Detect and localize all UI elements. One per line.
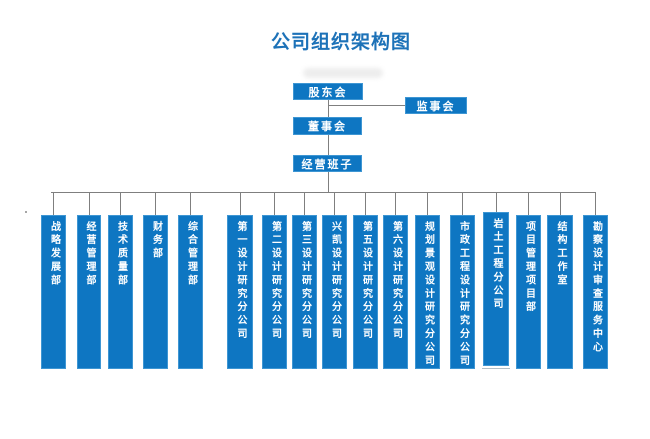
- connector-drop-4: [155, 192, 156, 215]
- dept-box-project-management: 项目管理项目部: [516, 215, 541, 369]
- dept-label: 综合管理部: [185, 221, 197, 288]
- dept-box-design-branch-1: 第一设计研究分公司: [227, 215, 253, 369]
- connector-drop-14: [496, 192, 497, 212]
- connector-drop-11: [395, 192, 396, 215]
- dept-label: 技术质量部: [115, 221, 127, 288]
- dept-label: 第二设计研究分公司: [269, 221, 281, 342]
- dept-box-design-branch-3: 第三设计研究分公司: [292, 215, 317, 369]
- dept-box-xingkai-design-branch: 兴凯设计研究分公司: [322, 215, 347, 369]
- connector-management-trunk: [328, 172, 329, 192]
- connector-drop-1: [53, 192, 54, 215]
- dept-label: 第五设计研究分公司: [360, 221, 372, 342]
- connector-board-management: [328, 135, 329, 155]
- dept-label: 勘察设计审查服务中心: [590, 221, 602, 355]
- connector-drop-2: [89, 192, 90, 215]
- connector-drop-9: [334, 192, 335, 215]
- connector-drop-13: [462, 192, 463, 215]
- stray-dot-mark: [25, 211, 27, 213]
- node-shareholders-meeting: 股东会: [293, 83, 363, 100]
- connector-drop-3: [120, 192, 121, 215]
- dept-box-geotechnical-branch: 岩土工程分公司: [483, 212, 509, 366]
- dept-label: 战略发展部: [48, 221, 60, 288]
- dept-box-design-branch-2: 第二设计研究分公司: [262, 215, 287, 369]
- dept-box-planning-landscape-branch: 规划景观设计研究分公司: [415, 215, 440, 369]
- node-label: 监事会: [416, 100, 456, 113]
- dept-box-finance: 财务部: [143, 215, 168, 369]
- connector-supervisory-branch: [328, 105, 405, 106]
- connector-drop-8: [304, 192, 305, 215]
- dept-box-business-management: 经营管理部: [77, 215, 101, 369]
- dept-label: 项目管理项目部: [523, 221, 535, 315]
- connector-drop-12: [427, 192, 428, 215]
- connector-drop-5: [190, 192, 191, 215]
- connector-shareholders-board: [328, 100, 329, 117]
- node-label: 董事会: [308, 121, 347, 133]
- dept-box-design-branch-6: 第六设计研究分公司: [383, 215, 408, 369]
- node-board-of-directors: 董事会: [293, 117, 362, 135]
- dept-label: 结构工作室: [555, 221, 566, 288]
- dept-box-design-branch-5: 第五设计研究分公司: [353, 215, 378, 369]
- dept-label: 第一设计研究分公司: [235, 221, 246, 342]
- dept-label: 第三设计研究分公司: [299, 221, 311, 342]
- node-supervisory-board: 监事会: [405, 97, 467, 114]
- node-management-team: 经营班子: [293, 155, 362, 172]
- dept-box-review-service-center: 勘察设计审查服务中心: [583, 215, 608, 369]
- dept-box-structure-studio: 结构工作室: [547, 215, 573, 369]
- connector-drop-16: [560, 192, 561, 215]
- node-label: 经营班子: [301, 158, 354, 171]
- dept-label: 规划景观设计研究分公司: [422, 221, 434, 369]
- dept-label: 岩土工程分公司: [491, 218, 502, 312]
- watermark-smudge: [303, 68, 383, 78]
- connector-drop-15: [528, 192, 529, 215]
- page-title: 公司组织架构图: [270, 32, 411, 53]
- connector-drop-10: [365, 192, 366, 215]
- dept-label: 经营管理部: [84, 221, 95, 288]
- connector-drop-7: [274, 192, 275, 215]
- dept-label: 市政工程设计研究分公司: [457, 221, 469, 369]
- dept-box-municipal-engineering-branch: 市政工程设计研究分公司: [450, 215, 475, 369]
- dept-label: 财务部: [150, 221, 162, 262]
- connector-distribution-bus: [51, 192, 596, 193]
- scan-artifact-line: [482, 368, 510, 369]
- connector-drop-6: [240, 192, 241, 215]
- dept-label: 兴凯设计研究分公司: [329, 221, 341, 342]
- dept-box-general-management: 综合管理部: [178, 215, 203, 369]
- dept-box-strategy-development: 战略发展部: [41, 215, 66, 369]
- node-label: 股东会: [308, 86, 348, 99]
- connector-drop-17: [595, 192, 596, 215]
- dept-label: 第六设计研究分公司: [390, 221, 402, 342]
- dept-box-tech-quality: 技术质量部: [108, 215, 133, 369]
